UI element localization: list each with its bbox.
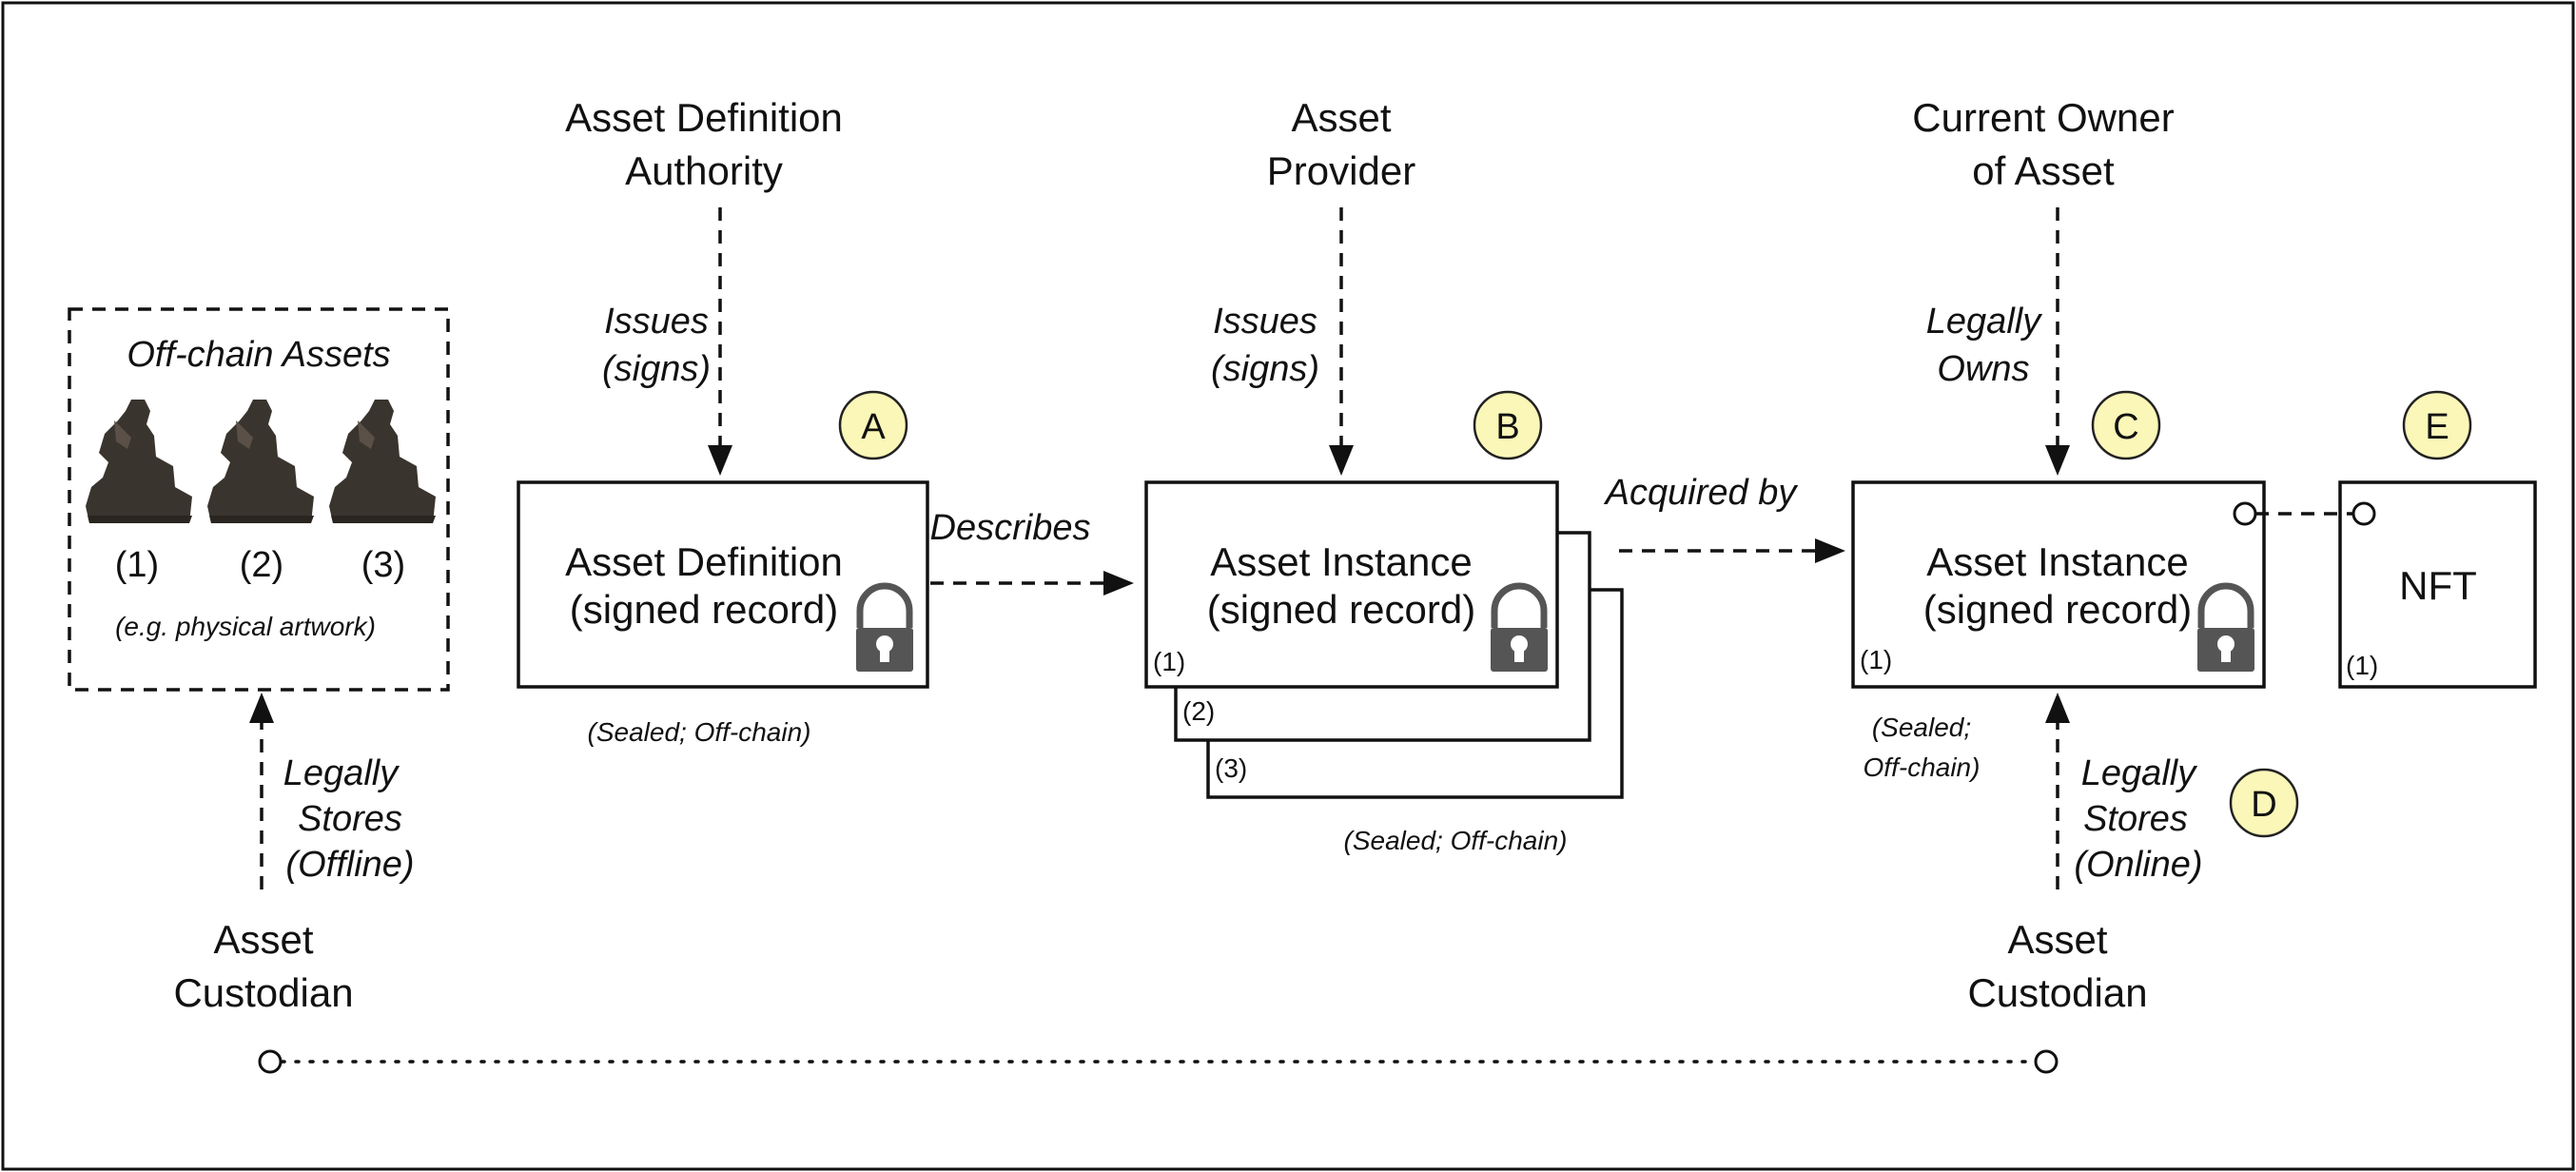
asset-instance-b-index-2: (2)	[1182, 696, 1215, 726]
issues-a-label-line1: Issues	[604, 302, 709, 342]
legally-owns-label-line2: Owns	[1937, 349, 2029, 389]
badge-e	[2402, 390, 2472, 460]
issues-b-arrowhead	[1329, 445, 1354, 476]
stores-online-label-line1: Legally	[2081, 753, 2197, 793]
asset-instance-c-title: Asset Instance	[1926, 539, 2188, 584]
nft-index: (1)	[2346, 651, 2378, 680]
issues-a-label-line2: (signs)	[602, 349, 711, 389]
stores-online-label-line3: (Online)	[2074, 845, 2202, 885]
actor-definition-authority-line2: Authority	[625, 148, 783, 193]
stores-offline-label-line3: (Offline)	[285, 845, 414, 885]
offchain-assets-group: Off-chain Assets (1) (2) (3) (e.g. physi…	[68, 307, 450, 692]
actor-custodian-right-line1: Asset	[2007, 917, 2107, 962]
badge-d	[2229, 768, 2299, 838]
badge-c	[2091, 390, 2161, 460]
actor-asset-provider-line1: Asset	[1291, 95, 1391, 140]
stores-online-arrowhead	[2045, 693, 2070, 723]
issues-b-label-line2: (signs)	[1211, 349, 1319, 389]
asset-definition-note: (Sealed; Off-chain)	[588, 717, 811, 747]
asset-instance-b-title: Asset Instance	[1210, 539, 1472, 584]
badge-b	[1473, 390, 1543, 460]
legally-owns-arrowhead	[2045, 445, 2070, 476]
asset-instance-b-index-1: (1)	[1153, 647, 1185, 676]
legally-owns-label-line1: Legally	[1926, 302, 2042, 342]
stores-online-label-line2: Stores	[2083, 799, 2188, 839]
actor-current-owner-line1: Current Owner	[1912, 95, 2174, 140]
nft-link-start-point	[2233, 501, 2257, 526]
badge-c-label: C	[2113, 407, 2138, 447]
badge-a	[838, 390, 908, 460]
nft-label: NFT	[2399, 563, 2477, 608]
offchain-assets-title: Off-chain Assets	[127, 335, 390, 375]
asset-instance-b-card-1	[1144, 480, 1559, 689]
custodian-link-end-point	[2034, 1049, 2059, 1074]
asset-instance-c-box	[1851, 480, 2266, 689]
statue-2-image	[207, 400, 314, 523]
actor-custodian-left-line2: Custodian	[173, 970, 353, 1015]
actor-custodian-left-line1: Asset	[213, 917, 313, 962]
acquired-by-arrowhead	[1815, 538, 1845, 563]
custodian-link-start-point	[258, 1049, 283, 1074]
asset-instance-c-subtitle: (signed record)	[1923, 587, 2192, 632]
asset-instance-b-note: (Sealed; Off-chain)	[1344, 826, 1568, 855]
asset-instance-c-note-line1: (Sealed;	[1872, 713, 1971, 742]
asset-index-2: (2)	[240, 545, 283, 585]
badge-b-label: B	[1495, 407, 1519, 447]
stores-offline-label-line2: Stores	[298, 799, 402, 839]
asset-definition-subtitle: (signed record)	[570, 587, 838, 632]
asset-instance-b-index-3: (3)	[1215, 753, 1247, 783]
asset-index-1: (1)	[115, 545, 159, 585]
badge-a-label: A	[861, 407, 886, 447]
actor-current-owner-line2: of Asset	[1972, 148, 2115, 193]
describes-label: Describes	[930, 508, 1091, 548]
stores-offline-arrowhead	[249, 693, 274, 723]
asset-instance-c-note-line2: Off-chain)	[1864, 752, 1981, 782]
describes-arrowhead	[1103, 571, 1134, 596]
stores-offline-label-line1: Legally	[283, 753, 400, 793]
asset-definition-title: Asset Definition	[565, 539, 843, 584]
offchain-assets-box	[68, 307, 450, 692]
offchain-assets-caption: (e.g. physical artwork)	[115, 612, 376, 641]
badge-e-label: E	[2425, 407, 2449, 447]
statue-3-image	[329, 400, 436, 523]
issues-a-arrowhead	[708, 445, 732, 476]
actor-custodian-right-line2: Custodian	[1967, 970, 2147, 1015]
asset-instance-b-subtitle: (signed record)	[1207, 587, 1475, 632]
badge-d-label: D	[2251, 785, 2276, 825]
issues-b-label-line1: Issues	[1213, 302, 1317, 342]
asset-index-3: (3)	[361, 545, 405, 585]
actor-asset-provider-line2: Provider	[1267, 148, 1415, 193]
statue-1-image	[86, 400, 192, 523]
acquired-by-label: Acquired by	[1604, 473, 1799, 513]
asset-instance-c-index: (1)	[1860, 645, 1892, 674]
nft-link-end-point	[2352, 501, 2376, 526]
actor-definition-authority-line1: Asset Definition	[565, 95, 843, 140]
